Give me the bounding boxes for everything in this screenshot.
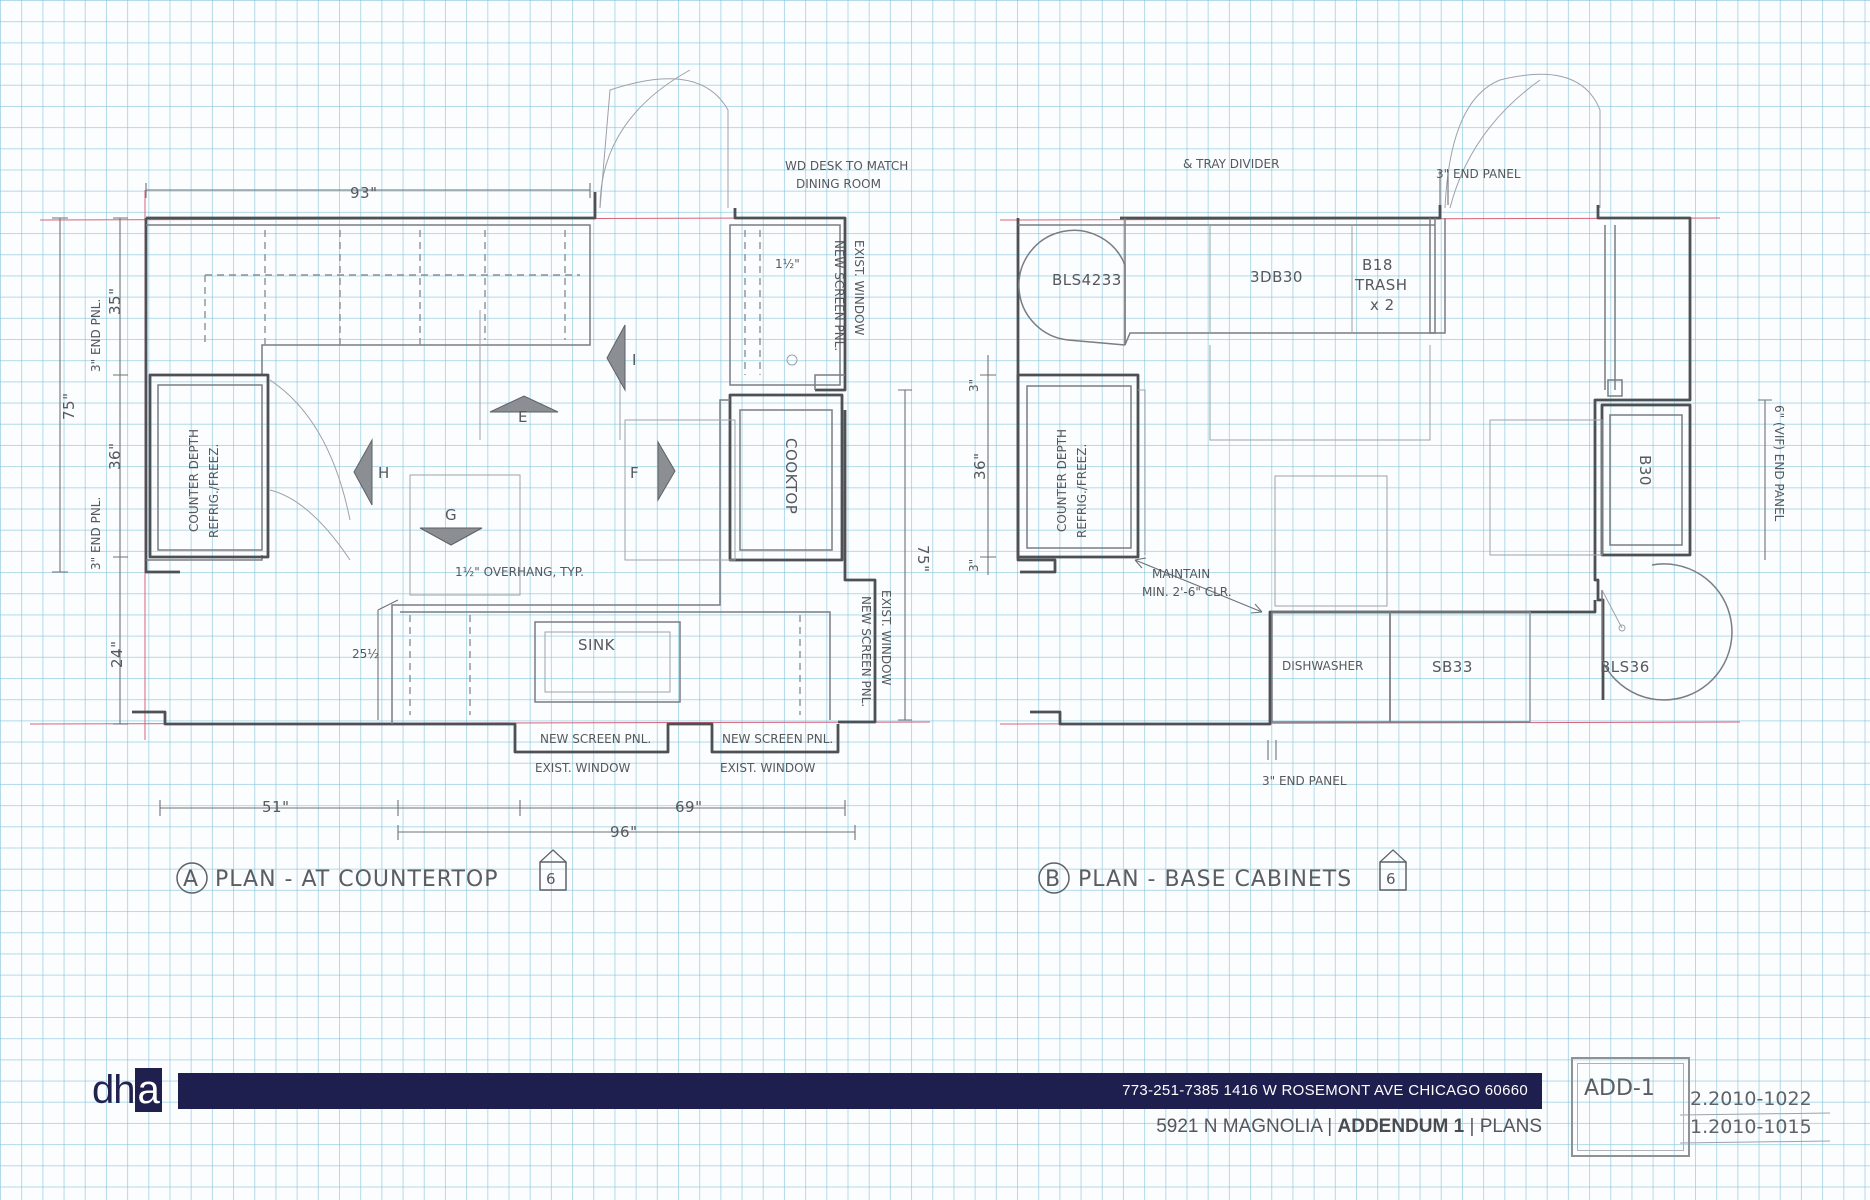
wall-left: [144, 218, 180, 574]
tag-e: E: [518, 408, 528, 426]
project-line: 5921 N MAGNOLIA | ADDENDUM 1 | PLANS: [1100, 1116, 1542, 1138]
label-end-panel-right: 6" (VIF) END PANEL: [1772, 405, 1786, 522]
dim-top: 93": [350, 184, 378, 202]
revision-1: 1.2010-1015: [1690, 1116, 1812, 1138]
label-exist-window-b2: EXIST. WINDOW: [720, 761, 816, 775]
dim-sink-side: 25½: [352, 647, 379, 661]
label-exist-window-top: EXIST. WINDOW: [852, 240, 866, 336]
dim-b-left-low: 3": [967, 559, 981, 572]
elev-arrow-e: [489, 395, 559, 413]
company-logo: dha: [92, 1068, 162, 1113]
logo-a: a: [134, 1068, 162, 1112]
label-end-pnl-top: 3" END PNL.: [89, 299, 103, 372]
dim-b-left-mid: 36": [971, 453, 989, 481]
label-trash-qty: x 2: [1370, 296, 1395, 314]
refrigerator-box: [148, 373, 270, 559]
contact-info: 773-251-7385 1416 W ROSEMONT AVE CHICAGO…: [1122, 1082, 1528, 1099]
tag-g: G: [445, 506, 457, 524]
logo-dh: dh: [92, 1068, 135, 1112]
dim-bottom-left: 51": [262, 798, 290, 816]
dim-bottom-total: 96": [610, 823, 638, 841]
label-wd-desk-2: DINING ROOM: [796, 177, 881, 191]
dim-bottom-right: 69": [675, 798, 703, 816]
label-new-screen-b2: NEW SCREEN PNL.: [722, 732, 833, 746]
label-wd-desk-1: WD DESK TO MATCH: [785, 159, 908, 173]
label-dishwasher: DISHWASHER: [1282, 659, 1363, 673]
sheet-number: ADD-1: [1584, 1076, 1655, 1101]
dim-window-gap: 1½": [775, 257, 800, 271]
dim-b-left-upper: 3": [967, 379, 981, 392]
tag-h: H: [378, 464, 390, 482]
label-end-pnl-bottom: 3" END PNL.: [89, 497, 103, 570]
plan-b-sheet-ref: 6: [1386, 870, 1396, 888]
label-exist-window-right: EXIST. WINDOW: [879, 590, 893, 686]
plan-a-marker-circle: [176, 862, 208, 894]
plan-b-marker-circle: [1038, 862, 1070, 894]
label-new-screen-b1: NEW SCREEN PNL.: [540, 732, 651, 746]
plan-b: [980, 73, 1772, 760]
label-new-screen-right: NEW SCREEN PNL.: [859, 596, 873, 707]
cooktop-box: [728, 393, 844, 562]
label-tray: & TRAY DIVIDER: [1183, 157, 1279, 171]
project-address: 5921 N MAGNOLIA: [1156, 1116, 1322, 1137]
addendum-label: ADDENDUM 1: [1337, 1116, 1465, 1137]
plan-a-labels: 93" 75" 35" 36" 24" 3" END PNL. 3" END P…: [60, 159, 932, 894]
label-maintain-1: MAINTAIN: [1152, 567, 1210, 581]
label-refrig-a: REFRIG./FREEZ.: [207, 444, 221, 538]
plan-a-title: PLAN - AT COUNTERTOP: [215, 867, 499, 892]
label-refrig-b: REFRIG./FREEZ.: [1075, 444, 1089, 538]
label-bls36: BLS36: [1600, 658, 1650, 676]
lazy-susan-bls36: [1601, 563, 1733, 701]
plan-b-marker: B: [1045, 867, 1061, 892]
tag-f: F: [630, 464, 639, 482]
label-trash: TRASH: [1354, 276, 1408, 294]
label-new-screen-top: NEW SCREEN PNL.: [832, 240, 846, 351]
label-overhang: 1½" OVERHANG, TYP.: [455, 565, 584, 579]
label-counter-depth-b: COUNTER DEPTH: [1055, 429, 1069, 532]
plan-a: [29, 69, 931, 840]
plan-b-title: PLAN - BASE CABINETS: [1078, 867, 1352, 892]
plan-b-labels: & TRAY DIVIDER 3" END PANEL 3" END PANEL…: [967, 157, 1786, 894]
separator-1: |: [1322, 1116, 1338, 1137]
label-b30: B30: [1636, 455, 1654, 486]
plan-a-marker: A: [183, 867, 199, 892]
sheet-number-box: [1571, 1057, 1690, 1157]
label-cooktop: COOKTOP: [782, 438, 800, 514]
dim-left-low: 24": [108, 641, 126, 669]
label-b18: B18: [1362, 256, 1393, 274]
dim-left-mid: 36": [106, 443, 124, 471]
lazy-susan-bls4233: [1018, 229, 1126, 346]
elev-arrow-h: [353, 438, 373, 506]
elev-arrow-i: [606, 324, 626, 392]
plan-a-sheet-ref: 6: [546, 870, 556, 888]
door-swing-top: [599, 78, 729, 209]
sink-box: [534, 621, 681, 703]
title-bar: 773-251-7385 1416 W ROSEMONT AVE CHICAGO…: [178, 1073, 1542, 1109]
dim-left-upper: 35": [106, 288, 124, 316]
elev-arrow-g: [419, 527, 483, 546]
label-bls4233: BLS4233: [1052, 271, 1122, 289]
sheet-type: PLANS: [1479, 1116, 1542, 1137]
separator-2: |: [1464, 1116, 1480, 1137]
label-counter-depth-a: COUNTER DEPTH: [187, 429, 201, 532]
label-exist-window-b1: EXIST. WINDOW: [535, 761, 631, 775]
label-maintain-2: MIN. 2'-6" CLR.: [1142, 585, 1232, 599]
elev-arrow-f: [657, 440, 676, 502]
label-end-panel-bottom: 3" END PANEL: [1262, 774, 1347, 788]
label-end-panel-top: 3" END PANEL: [1436, 167, 1521, 181]
label-3db30: 3DB30: [1250, 268, 1303, 286]
label-sb33: SB33: [1432, 658, 1473, 676]
dim-left-total: 75": [60, 393, 78, 421]
refrigerator-box-b: [1016, 373, 1140, 559]
label-sink: SINK: [578, 636, 616, 654]
dim-right: 75": [914, 545, 932, 573]
tag-i: I: [632, 351, 637, 369]
revision-2: 2.2010-1022: [1690, 1088, 1812, 1110]
